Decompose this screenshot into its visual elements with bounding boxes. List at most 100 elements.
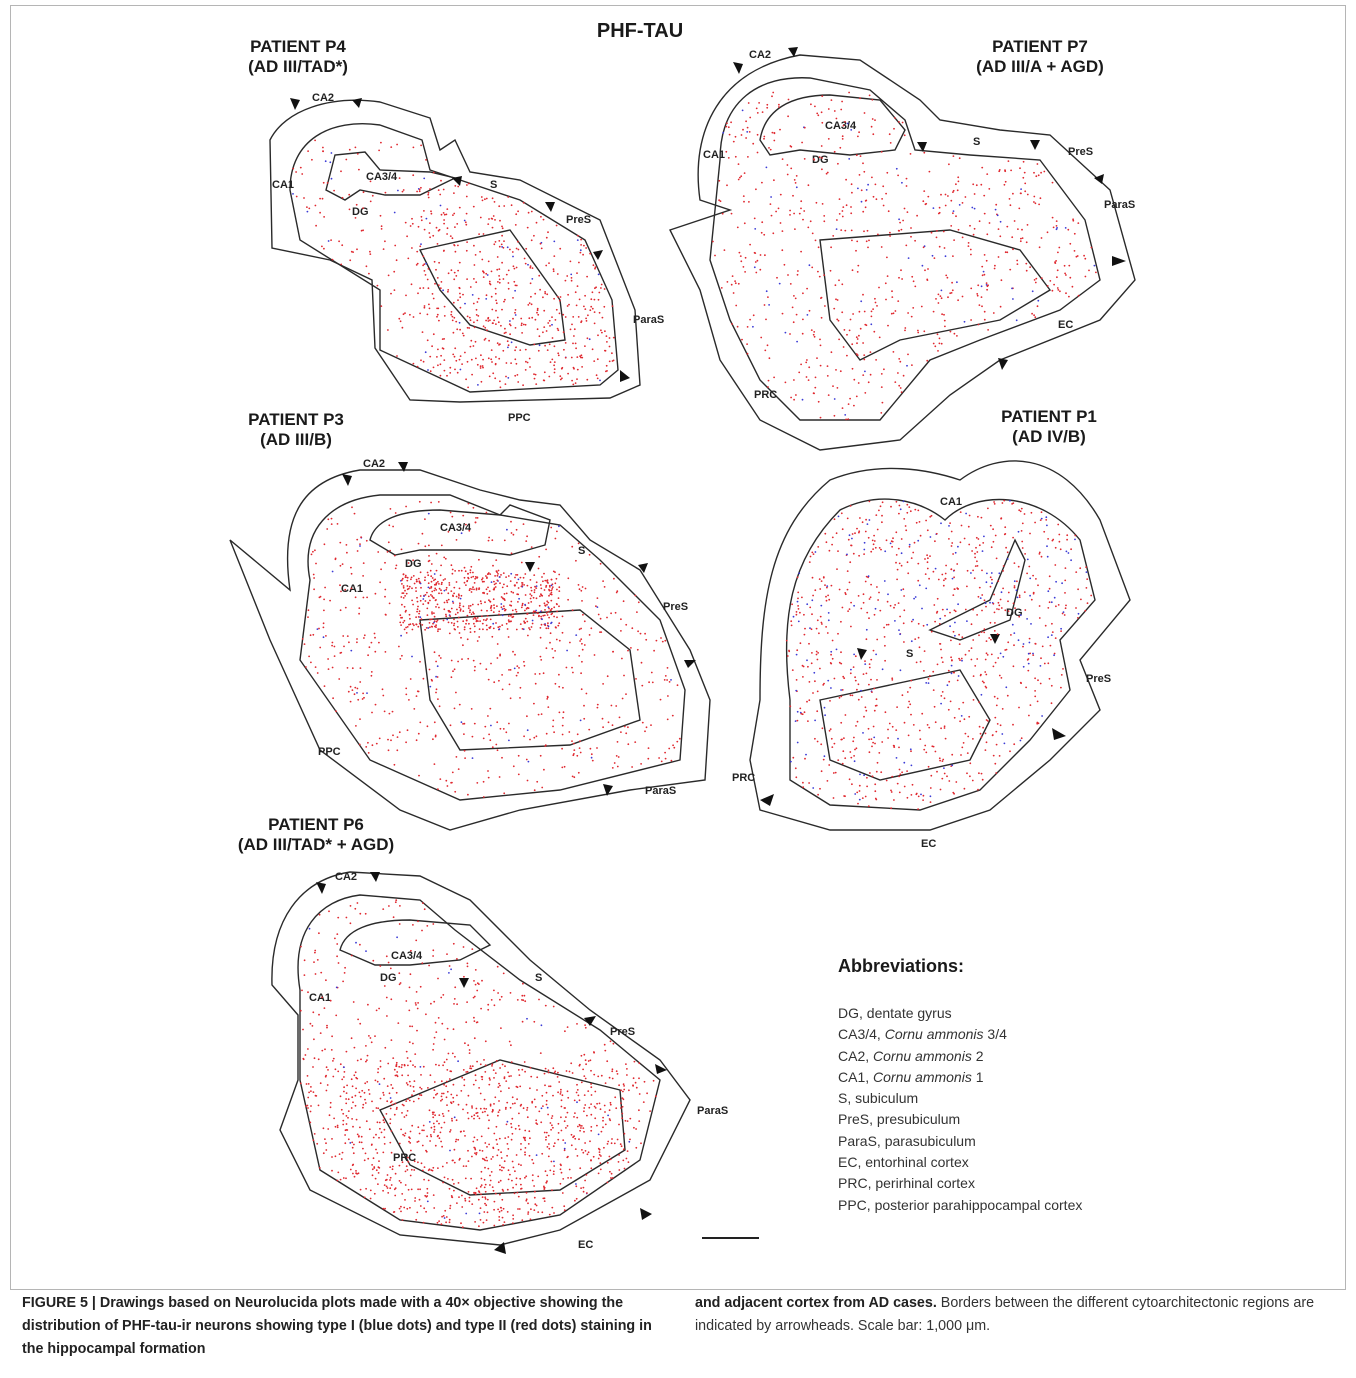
neuron-dot: [1070, 548, 1072, 550]
neuron-dot: [593, 264, 595, 266]
neuron-dot: [595, 266, 597, 268]
neuron-dot: [811, 662, 813, 664]
neuron-dot: [1007, 558, 1009, 560]
neuron-dot: [483, 1211, 485, 1213]
neuron-dot: [310, 1086, 312, 1088]
neuron-dot: [493, 607, 495, 609]
neuron-dot: [764, 304, 766, 306]
neuron-dot: [909, 546, 911, 548]
neuron-dot: [462, 644, 464, 646]
neuron-dot: [458, 1159, 460, 1161]
neuron-dot: [971, 623, 973, 625]
neuron-dot: [816, 357, 818, 359]
neuron-dot: [450, 1205, 452, 1207]
arrowhead-marker: [760, 794, 774, 806]
neuron-dot: [822, 727, 824, 729]
neuron-dot: [474, 582, 476, 584]
neuron-dot: [942, 691, 944, 693]
neuron-dot: [452, 1097, 454, 1099]
neuron-dot: [901, 565, 903, 567]
neuron-dot: [487, 1168, 489, 1170]
neuron-dot: [478, 298, 480, 300]
neuron-dot: [858, 382, 860, 384]
neuron-dot: [899, 792, 901, 794]
neuron-dot: [849, 398, 851, 400]
neuron-dot: [635, 1082, 637, 1084]
neuron-dot: [628, 1161, 630, 1163]
neuron-dot: [874, 540, 876, 542]
neuron-dot: [887, 729, 889, 731]
neuron-dot: [417, 608, 419, 610]
neuron-dot: [935, 751, 937, 753]
neuron-dot: [473, 1114, 475, 1116]
neuron-dot: [934, 621, 936, 623]
neuron-dot: [385, 651, 387, 653]
neuron-dot: [493, 611, 495, 613]
neuron-dot: [424, 305, 426, 307]
neuron-dot: [890, 605, 892, 607]
neuron-dot: [405, 627, 407, 629]
neuron-dot: [431, 591, 433, 593]
neuron-dot: [401, 592, 403, 594]
neuron-dot: [411, 1189, 413, 1191]
neuron-dot: [921, 713, 923, 715]
neuron-dot: [418, 543, 420, 545]
neuron-dot: [606, 341, 608, 343]
neuron-dot: [451, 1196, 453, 1198]
neuron-dot: [581, 320, 583, 322]
neuron-dot: [583, 245, 585, 247]
neuron-dot: [474, 1221, 476, 1223]
neuron-dot: [579, 1064, 581, 1066]
neuron-dot: [501, 246, 503, 248]
neuron-dot: [555, 319, 557, 321]
neuron-dot: [907, 691, 909, 693]
neuron-dot: [798, 372, 800, 374]
neuron-dot: [523, 661, 525, 663]
neuron-dot: [355, 1088, 357, 1090]
neuron-dot: [368, 752, 370, 754]
neuron-dot: [534, 1191, 536, 1193]
neuron-dot: [896, 554, 898, 556]
neuron-dot: [568, 304, 570, 306]
neuron-dot: [459, 632, 461, 634]
neuron-dot: [981, 631, 983, 633]
neuron-dot: [531, 211, 533, 213]
neuron-dot: [447, 227, 449, 229]
neuron-dot: [405, 688, 407, 690]
neuron-dot: [485, 1040, 487, 1042]
neuron-dot: [985, 687, 987, 689]
neuron-dot: [503, 1208, 505, 1210]
neuron-dot: [948, 780, 950, 782]
neuron-dot: [424, 518, 426, 520]
neuron-dot: [868, 617, 870, 619]
neuron-dot: [484, 726, 486, 728]
neuron-dot: [377, 1121, 379, 1123]
neuron-dot: [917, 580, 919, 582]
neuron-dot: [425, 594, 427, 596]
region-label: PreS: [1086, 673, 1111, 685]
neuron-dot: [993, 541, 995, 543]
neuron-dot: [832, 385, 834, 387]
neuron-dot: [621, 1117, 623, 1119]
neuron-dot: [339, 1153, 341, 1155]
neuron-dot: [475, 1074, 477, 1076]
neuron-dot: [382, 688, 384, 690]
neuron-dot: [951, 282, 953, 284]
neuron-dot: [570, 329, 572, 331]
neuron-dot: [396, 749, 398, 751]
neuron-dot: [336, 933, 338, 935]
neuron-dot: [533, 373, 535, 375]
neuron-dot: [891, 776, 893, 778]
neuron-dot: [427, 614, 429, 616]
neuron-dot: [935, 298, 937, 300]
neuron-dot: [535, 587, 537, 589]
neuron-dot: [505, 1080, 507, 1082]
neuron-dot: [566, 275, 568, 277]
neuron-dot: [338, 240, 340, 242]
neuron-dot: [484, 1142, 486, 1144]
neuron-dot: [954, 635, 956, 637]
neuron-dot: [329, 1114, 331, 1116]
neuron-dot: [895, 562, 897, 564]
neuron-dot: [464, 303, 466, 305]
neuron-dot: [1041, 715, 1043, 717]
